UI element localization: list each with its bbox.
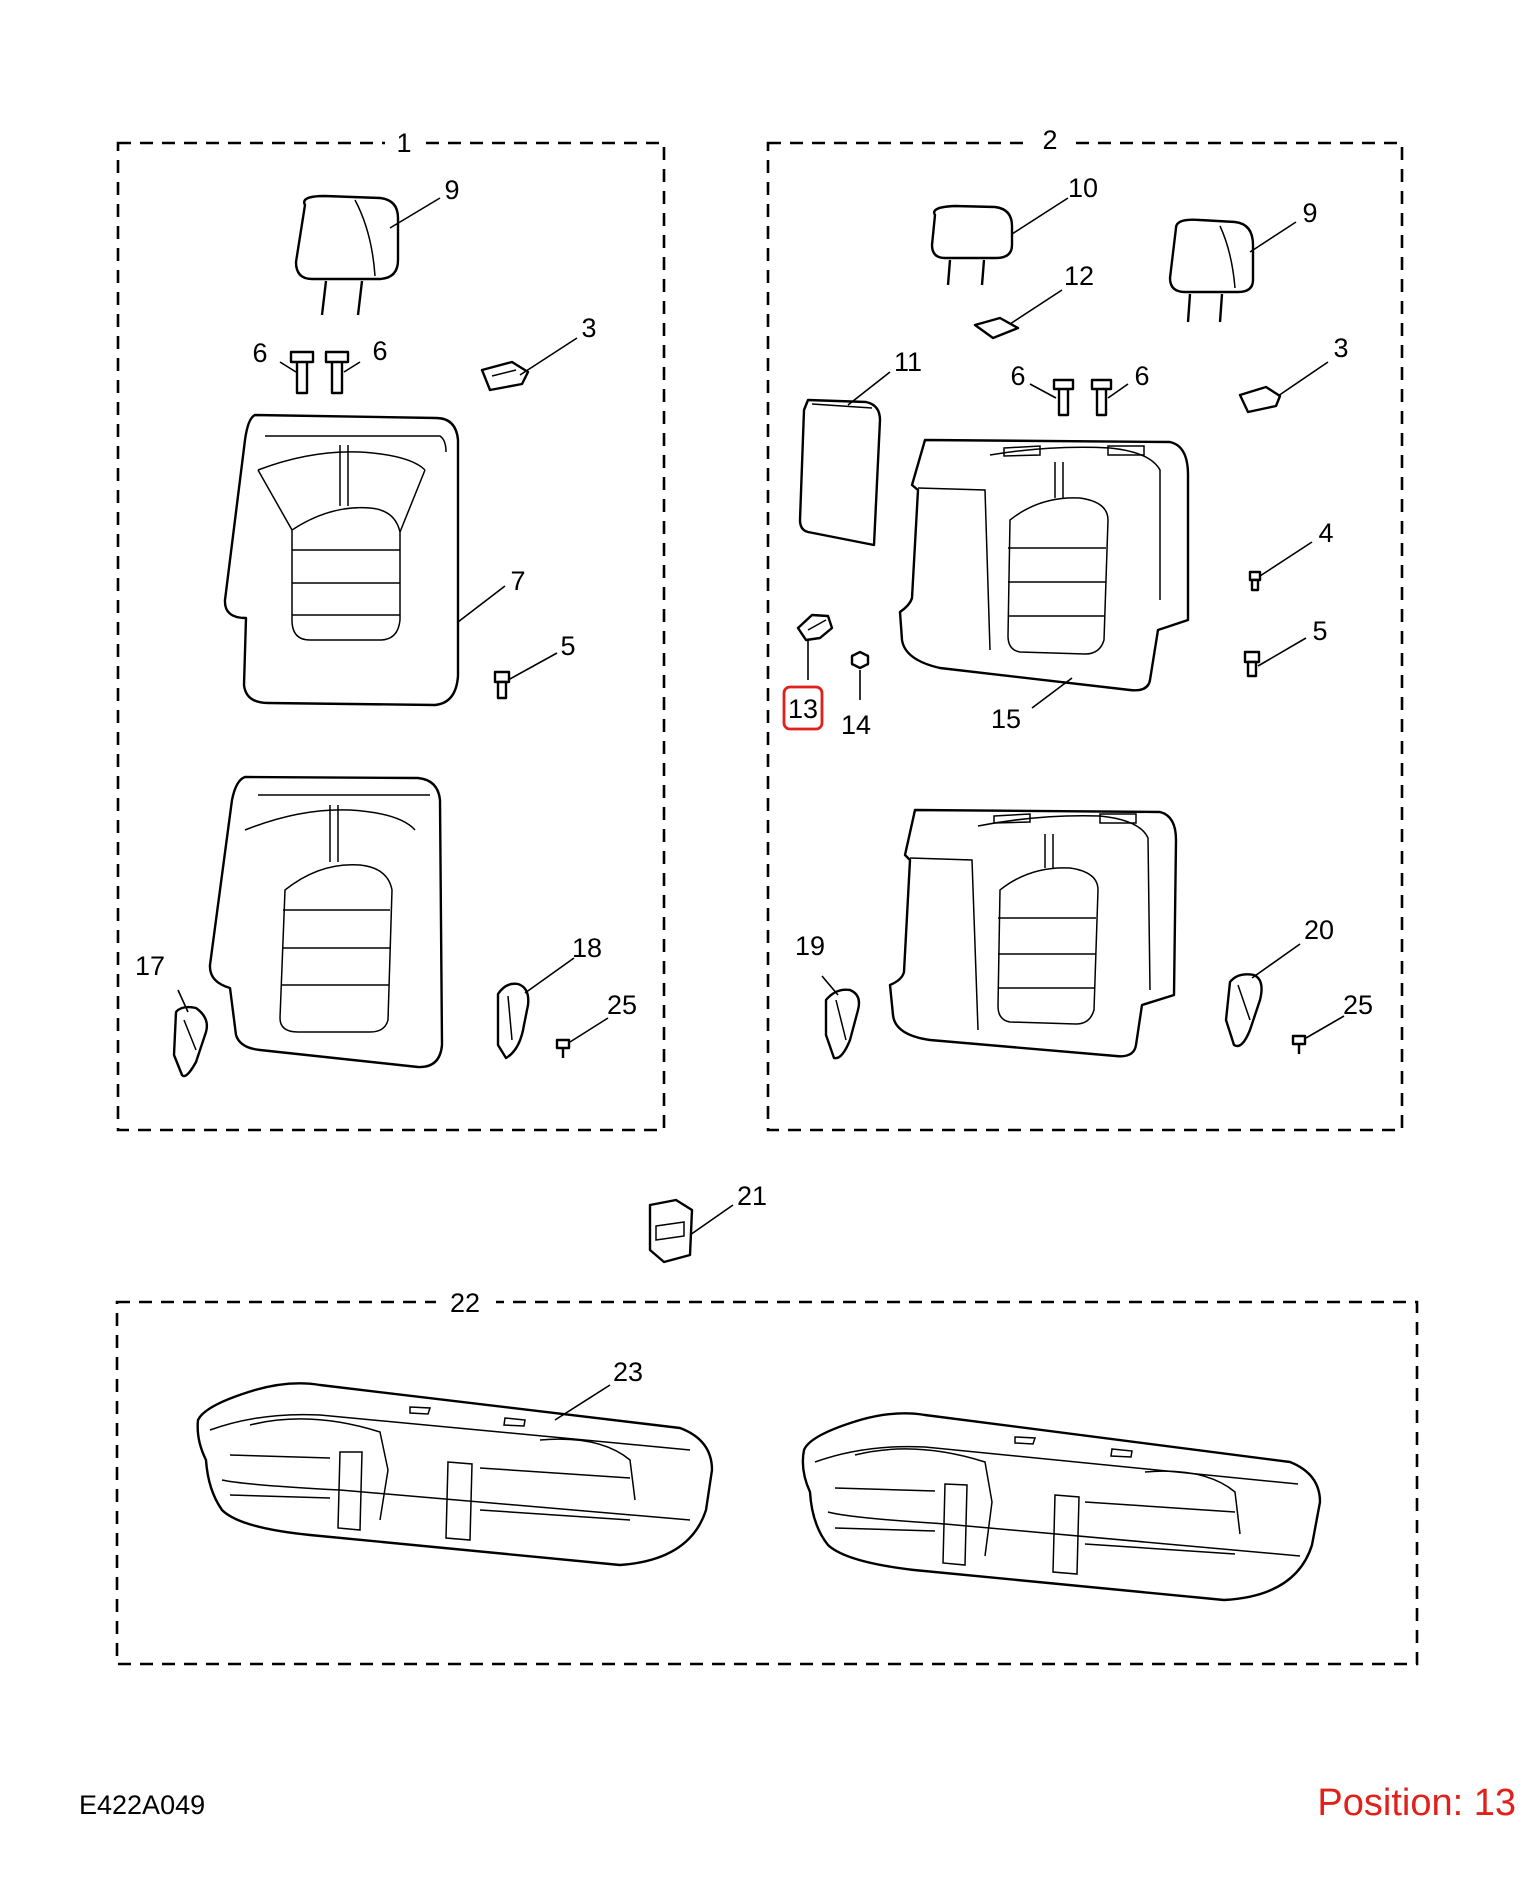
- position-indicator: Position: 13: [1317, 1782, 1516, 1824]
- bolt-part-6-right-b[interactable]: [1090, 378, 1113, 417]
- bolt-part-6-right-a[interactable]: [1052, 378, 1075, 417]
- callout-13[interactable]: 13: [788, 694, 818, 724]
- pin-part-25-right[interactable]: [1291, 1034, 1307, 1054]
- callout-4[interactable]: 4: [1318, 518, 1333, 548]
- headrest-part-9-left[interactable]: [294, 194, 400, 316]
- bolt-part-6-left-a[interactable]: [289, 350, 315, 395]
- callout-6-left-a[interactable]: 6: [252, 338, 267, 368]
- group-label-2[interactable]: 2: [1042, 125, 1057, 155]
- callout-21[interactable]: 21: [737, 1181, 767, 1211]
- callout-17[interactable]: 17: [135, 951, 165, 981]
- seatback-cover-part-15[interactable]: [898, 438, 1190, 692]
- trim-part-17[interactable]: [172, 1005, 209, 1078]
- callout-6-right-a[interactable]: 6: [1010, 361, 1025, 391]
- callout-11[interactable]: 11: [894, 347, 922, 377]
- trim-part-18[interactable]: [496, 982, 530, 1060]
- buckle-bezel-part-21[interactable]: [648, 1198, 694, 1264]
- group-label-1[interactable]: 1: [396, 128, 411, 158]
- callout-18[interactable]: 18: [572, 933, 602, 963]
- cushion-frame-part-22: [801, 1412, 1322, 1602]
- bracket-part-13[interactable]: [796, 613, 834, 642]
- latch-part-3-right[interactable]: [1238, 385, 1282, 414]
- bolt-part-5-left[interactable]: [493, 670, 511, 700]
- trim-part-19[interactable]: [824, 988, 861, 1060]
- latch-part-3-left[interactable]: [480, 360, 530, 392]
- callout-15[interactable]: 15: [991, 704, 1021, 734]
- callout-5-right[interactable]: 5: [1312, 616, 1327, 646]
- callout-19[interactable]: 19: [795, 931, 825, 961]
- bezel-part-12[interactable]: [973, 316, 1020, 340]
- screw-part-4[interactable]: [1248, 570, 1262, 592]
- seatback-cover-part-7[interactable]: [223, 413, 460, 707]
- callout-5-left[interactable]: 5: [560, 631, 575, 661]
- callout-7[interactable]: 7: [510, 566, 525, 596]
- callout-9-right[interactable]: 9: [1302, 198, 1317, 228]
- diagram-id: E422A049: [79, 1790, 206, 1820]
- headrest-part-9-right[interactable]: [1168, 218, 1255, 323]
- bolt-part-6-left-b[interactable]: [324, 350, 350, 395]
- callout-20[interactable]: 20: [1304, 915, 1334, 945]
- seatback-frame-part-1: [208, 775, 444, 1069]
- armrest-part-11[interactable]: [798, 398, 882, 547]
- callout-6-left-b[interactable]: 6: [372, 336, 387, 366]
- nut-part-14[interactable]: [850, 650, 870, 670]
- callout-13-highlight: [782, 685, 824, 731]
- callout-9-left[interactable]: 9: [444, 175, 459, 205]
- bolt-part-5-right[interactable]: [1243, 650, 1261, 678]
- group-box-2: 2: [766, 125, 1404, 1132]
- callout-23[interactable]: 23: [613, 1357, 643, 1387]
- callout-25-right[interactable]: 25: [1343, 990, 1373, 1020]
- seatback-frame-part-2: [888, 808, 1178, 1058]
- callout-25-left[interactable]: 25: [607, 990, 637, 1020]
- group-box-22: 22: [115, 1288, 1419, 1666]
- headrest-part-10[interactable]: [930, 204, 1014, 286]
- callout-3-left[interactable]: 3: [581, 313, 596, 343]
- group-box-1: 1: [116, 128, 666, 1132]
- callout-10[interactable]: 10: [1068, 173, 1098, 203]
- trim-part-20[interactable]: [1224, 973, 1263, 1048]
- cushion-cover-part-23[interactable]: [196, 1382, 714, 1567]
- pin-part-25-left[interactable]: [555, 1038, 571, 1058]
- callout-14[interactable]: 14: [841, 710, 871, 740]
- callout-12[interactable]: 12: [1064, 261, 1094, 291]
- group-label-22[interactable]: 22: [450, 1288, 480, 1318]
- callout-6-right-b[interactable]: 6: [1134, 361, 1149, 391]
- callout-3-right[interactable]: 3: [1333, 333, 1348, 363]
